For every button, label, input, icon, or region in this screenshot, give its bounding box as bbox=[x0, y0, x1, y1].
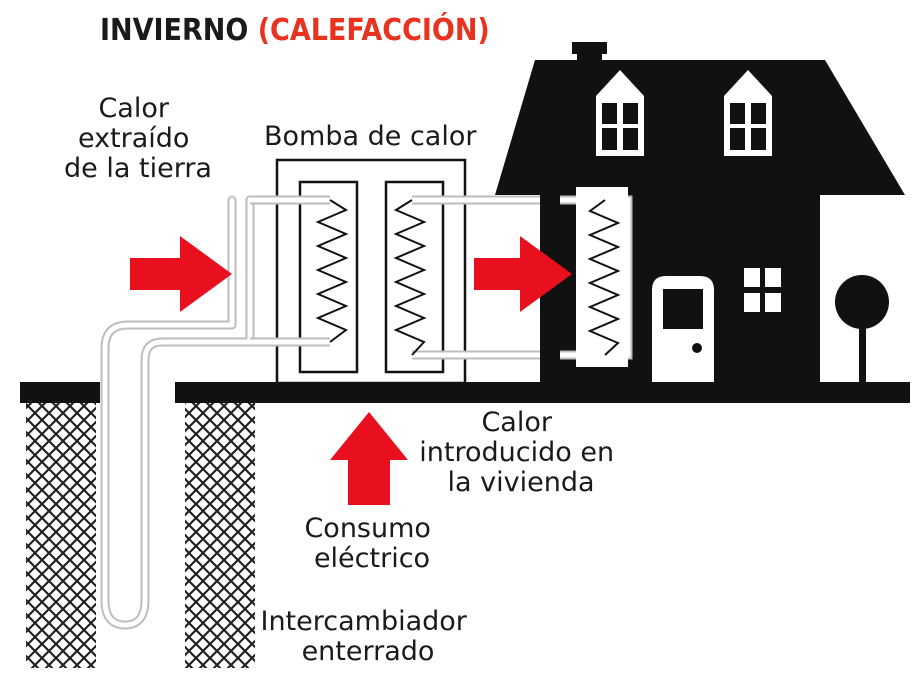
arrow-right-icon bbox=[130, 236, 232, 312]
diagram-title: INVIERNO (CALEFACCIÓN) bbox=[100, 11, 490, 48]
heat-coil-icon bbox=[393, 199, 427, 356]
arrow-right-icon bbox=[474, 236, 572, 312]
label-heat-introduced: Calor introducido en la vivienda bbox=[419, 407, 622, 498]
evaporator-coil bbox=[250, 180, 359, 374]
arrow-up-icon bbox=[330, 412, 408, 505]
house-icon bbox=[495, 42, 905, 382]
house-window bbox=[744, 268, 781, 312]
label-heat-extracted: Calor extraído de la tierra bbox=[64, 93, 212, 184]
dormer-window-right bbox=[724, 70, 772, 156]
title-accent: (CALEFACCIÓN) bbox=[258, 11, 490, 48]
dormer-window-left bbox=[596, 70, 644, 156]
ground-surface bbox=[20, 382, 910, 403]
house-door bbox=[652, 276, 714, 382]
underground-soil bbox=[26, 403, 255, 668]
heat-coil-icon bbox=[587, 199, 621, 356]
label-electric-consumption: Consumo eléctrico bbox=[304, 513, 439, 574]
title-main: INVIERNO bbox=[100, 13, 248, 48]
tree-icon bbox=[835, 275, 889, 384]
label-heat-pump: Bomba de calor bbox=[264, 121, 477, 152]
heat-coil-icon bbox=[315, 199, 349, 343]
label-buried-exchanger: Intercambiador enterrado bbox=[260, 606, 475, 667]
